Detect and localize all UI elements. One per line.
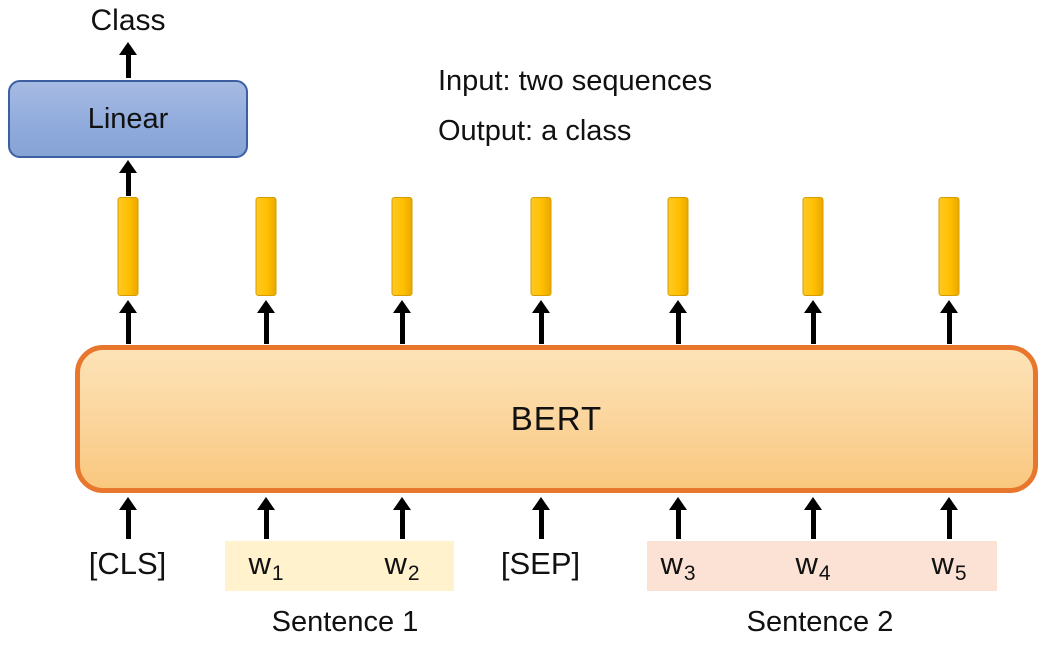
token-text: w — [931, 546, 954, 581]
arrow-up-icon — [118, 160, 138, 196]
arrow-up-icon — [256, 300, 276, 344]
embedding-bar — [255, 197, 277, 296]
input-note: Input: two sequences — [438, 65, 713, 97]
arrow-up-icon — [118, 42, 138, 78]
arrow-up-icon — [668, 497, 688, 539]
sentence2-caption: Sentence 2 — [746, 606, 894, 638]
token-w1: w1 — [248, 546, 284, 585]
embedding-bar — [117, 197, 139, 296]
output-note: Output: a class — [438, 115, 632, 147]
embedding-bar — [667, 197, 689, 296]
token-subscript: 3 — [683, 562, 696, 585]
arrow-up-icon — [256, 497, 276, 539]
arrow-up-icon — [118, 497, 138, 539]
linear-layer-box: Linear — [8, 80, 248, 158]
embedding-bar — [802, 197, 824, 296]
arrow-up-icon — [531, 497, 551, 539]
arrow-up-icon — [531, 300, 551, 344]
arrow-up-icon — [939, 300, 959, 344]
token-w2: w2 — [384, 546, 420, 585]
token-sep: [SEP] — [501, 546, 581, 582]
bert-model-box: BERT — [75, 345, 1038, 493]
token-text: w — [384, 546, 407, 581]
token-subscript: 1 — [271, 562, 284, 585]
token-subscript: 2 — [407, 562, 420, 585]
embedding-bar — [530, 197, 552, 296]
arrow-up-icon — [803, 497, 823, 539]
arrow-up-icon — [392, 300, 412, 344]
arrow-up-icon — [939, 497, 959, 539]
token-cls: [CLS] — [89, 546, 168, 582]
arrow-up-icon — [803, 300, 823, 344]
sentence1-caption: Sentence 1 — [271, 606, 419, 638]
token-w3: w3 — [660, 546, 696, 585]
embedding-bar — [391, 197, 413, 296]
token-w4: w4 — [795, 546, 831, 585]
sentence2-highlight — [647, 541, 997, 591]
embedding-bar — [938, 197, 960, 296]
arrow-up-icon — [118, 300, 138, 344]
linear-layer-label: Linear — [87, 102, 169, 135]
token-subscript: 4 — [818, 562, 831, 585]
arrow-up-icon — [392, 497, 412, 539]
token-w5: w5 — [931, 546, 967, 585]
arrow-up-icon — [668, 300, 688, 344]
annotation-notes: Input: two sequences Output: a class — [438, 56, 712, 156]
bert-model-label: BERT — [510, 400, 603, 437]
sentence1-highlight — [225, 541, 454, 591]
token-text: w — [660, 546, 683, 581]
token-text: w — [795, 546, 818, 581]
token-subscript: 5 — [954, 562, 967, 585]
token-text: [CLS] — [88, 546, 167, 581]
class-output-label: Class — [90, 4, 166, 37]
token-text: w — [248, 546, 271, 581]
token-text: [SEP] — [500, 546, 581, 581]
